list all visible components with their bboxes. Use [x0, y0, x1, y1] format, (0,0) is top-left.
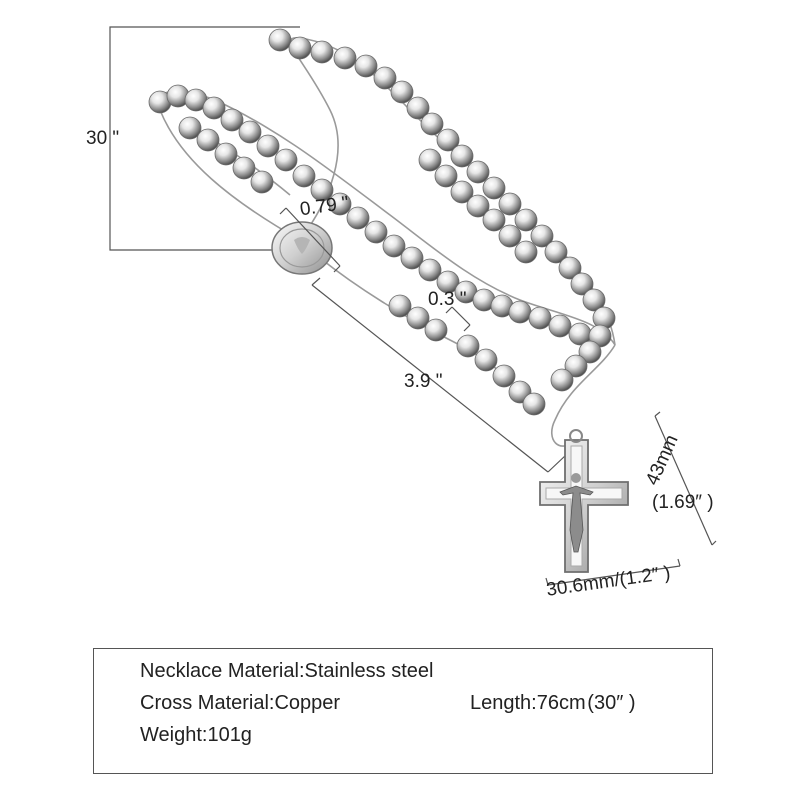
- bead: [424, 318, 448, 342]
- bead: [418, 258, 442, 282]
- necklace-material-text: Necklace Material:Stainless steel: [140, 660, 434, 682]
- cross-height-in-label: (1.69″ ): [652, 492, 714, 513]
- length-text: Length:76cm (30″ ): [470, 692, 636, 714]
- bead: [310, 40, 334, 64]
- bead: [522, 392, 546, 416]
- bead: [250, 170, 274, 194]
- bead: [268, 28, 292, 52]
- bead: [420, 112, 444, 136]
- bead: [482, 208, 506, 232]
- beads: [148, 28, 616, 416]
- drop-length-label: 3.9 ": [404, 371, 443, 392]
- specifications-box: Necklace Material:Stainless steel Cross …: [93, 648, 713, 774]
- bead: [466, 194, 490, 218]
- bead: [406, 306, 430, 330]
- medal-width-bracket: [279, 207, 341, 273]
- bead: [178, 116, 202, 140]
- bead: [238, 120, 262, 144]
- length-label: 30 ": [86, 128, 120, 149]
- bead: [528, 306, 552, 330]
- bead: [202, 96, 226, 120]
- bead: [406, 96, 430, 120]
- bead: [333, 46, 357, 70]
- bead: [390, 80, 414, 104]
- bead: [388, 294, 412, 318]
- bead: [196, 128, 220, 152]
- bead: [564, 354, 588, 378]
- bead: [310, 178, 334, 202]
- bead: [256, 134, 280, 158]
- cross-width-bracket: [545, 558, 681, 586]
- bead: [466, 160, 490, 184]
- bead: [214, 142, 238, 166]
- bead: [418, 148, 442, 172]
- bead: [382, 234, 406, 258]
- crucifix-cross: [539, 429, 629, 573]
- bead: [544, 240, 568, 264]
- bead: [450, 144, 474, 168]
- bead: [436, 270, 460, 294]
- bead: [373, 66, 397, 90]
- bead: [456, 334, 480, 358]
- bead: [514, 208, 538, 232]
- bead: [436, 128, 460, 152]
- cross-material-text: Cross Material:Copper: [140, 692, 341, 714]
- bead: [328, 192, 352, 216]
- bead-size-bracket: [445, 306, 471, 332]
- bead: [558, 256, 582, 280]
- bead: [288, 36, 312, 60]
- bead: [530, 224, 554, 248]
- bead: [474, 348, 498, 372]
- bead: [550, 368, 574, 392]
- bead: [354, 54, 378, 78]
- length-bracket: [109, 26, 300, 251]
- weight-text: Weight:101g: [140, 724, 252, 746]
- drop-length-bracket: [311, 277, 567, 473]
- bead: [514, 240, 538, 264]
- bead: [400, 246, 424, 270]
- bead-size-label: 0.3 ": [428, 289, 467, 310]
- bead: [508, 300, 532, 324]
- bead: [450, 180, 474, 204]
- bead: [482, 176, 506, 200]
- cross-material-row: Cross Material:Copper Length:76cm (30″ ): [140, 692, 680, 715]
- bead: [570, 272, 594, 296]
- bead: [492, 364, 516, 388]
- rosary-product-image: [109, 26, 717, 586]
- bead: [582, 288, 606, 312]
- bead: [578, 340, 602, 364]
- bead: [434, 164, 458, 188]
- bead: [232, 156, 256, 180]
- bead: [498, 224, 522, 248]
- bead: [548, 314, 572, 338]
- bead: [498, 192, 522, 216]
- bead: [220, 108, 244, 132]
- bead: [364, 220, 388, 244]
- cross-height-bracket: [654, 411, 717, 546]
- bead: [292, 164, 316, 188]
- bead: [346, 206, 370, 230]
- bead: [274, 148, 298, 172]
